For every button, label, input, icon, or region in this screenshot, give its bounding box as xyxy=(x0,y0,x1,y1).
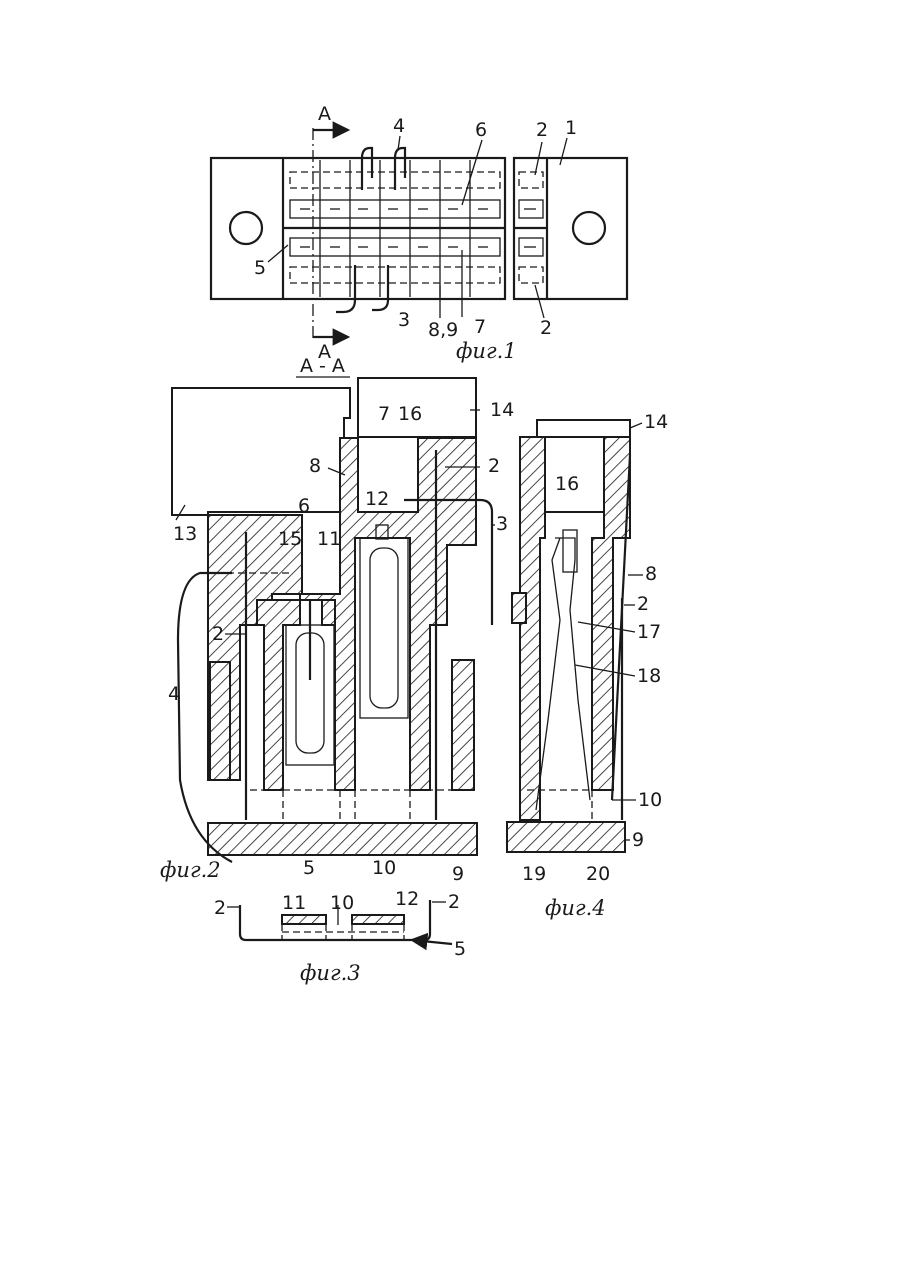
label-10: 10 xyxy=(330,892,354,914)
lead-4-b xyxy=(395,148,405,190)
base-plate-9 xyxy=(208,823,477,855)
latch-left xyxy=(512,593,526,623)
plug-13 xyxy=(172,388,350,515)
socket-cavity-right xyxy=(360,538,408,718)
label-16: 16 xyxy=(398,403,422,425)
label-13: 13 xyxy=(173,523,197,545)
label-2: 2 xyxy=(637,593,649,615)
label-7: 7 xyxy=(378,403,390,425)
label-3: 3 xyxy=(398,309,410,331)
section-letter-top: A xyxy=(318,103,331,125)
label-4: 4 xyxy=(168,683,180,705)
label-2-right: 2 xyxy=(448,891,460,913)
base-plate-9 xyxy=(507,822,625,852)
label-12: 12 xyxy=(395,888,419,910)
label-6: 6 xyxy=(475,119,487,141)
label-5: 5 xyxy=(254,257,266,279)
latch-right xyxy=(452,660,474,790)
label-11: 11 xyxy=(282,892,306,914)
caption-fig-3: фиг.3 xyxy=(300,961,361,985)
spring-contact-right xyxy=(370,548,398,708)
label-2-bottom: 2 xyxy=(540,317,552,339)
label-9: 9 xyxy=(452,863,464,885)
caption-fig-4: фиг.4 xyxy=(545,896,606,920)
label-14: 14 xyxy=(644,411,668,433)
label-2-left: 2 xyxy=(214,897,226,919)
label-11: 11 xyxy=(317,528,341,550)
section-title-a-a: A - A xyxy=(300,355,345,377)
spring-17 xyxy=(555,538,590,800)
label-10: 10 xyxy=(372,857,396,879)
label-12: 12 xyxy=(365,488,389,510)
label-4: 4 xyxy=(393,115,405,137)
label-3: 3 xyxy=(496,513,508,535)
pad-12 xyxy=(352,915,404,924)
label-10: 10 xyxy=(638,789,662,811)
label-2-right: 2 xyxy=(488,455,500,477)
plug-14 xyxy=(537,420,630,437)
label-16: 16 xyxy=(555,473,579,495)
mounting-hole-left xyxy=(230,212,262,244)
label-2-left: 2 xyxy=(212,623,224,645)
label-15: 15 xyxy=(278,528,302,550)
label-7: 7 xyxy=(474,316,486,338)
label-6: 6 xyxy=(298,495,310,517)
label-18: 18 xyxy=(637,665,661,687)
lead-4-a xyxy=(362,148,372,190)
mounting-hole-right xyxy=(573,212,605,244)
figure-4-section: 14 16 8 2 17 18 10 9 19 20 фиг.4 xyxy=(507,411,668,920)
label-9: 9 xyxy=(632,829,644,851)
label-8: 8 xyxy=(645,563,657,585)
figure-2-section: A - A xyxy=(160,355,514,885)
label-14: 14 xyxy=(490,399,514,421)
latch-left xyxy=(210,662,230,780)
label-5: 5 xyxy=(303,857,315,879)
lead-3-a xyxy=(336,265,355,312)
label-20: 20 xyxy=(586,863,610,885)
label-8: 8 xyxy=(309,455,321,477)
housing-8-right xyxy=(592,437,630,790)
figure-3-contact-strip: 2 2 11 10 12 5 фиг.3 xyxy=(214,888,466,985)
label-8-9: 8,9 xyxy=(428,319,458,341)
label-5: 5 xyxy=(454,938,466,960)
label-2-top: 2 xyxy=(536,119,548,141)
pad-11 xyxy=(282,915,326,924)
label-17: 17 xyxy=(637,621,661,643)
caption-fig-2: фиг.2 xyxy=(160,858,221,882)
label-19: 19 xyxy=(522,863,546,885)
caption-fig-1: фиг.1 xyxy=(456,339,517,363)
figure-1-top-view: A A 4 6 2 1 5 3 8,9 7 2 фиг.1 xyxy=(211,103,627,363)
label-1: 1 xyxy=(565,117,577,139)
